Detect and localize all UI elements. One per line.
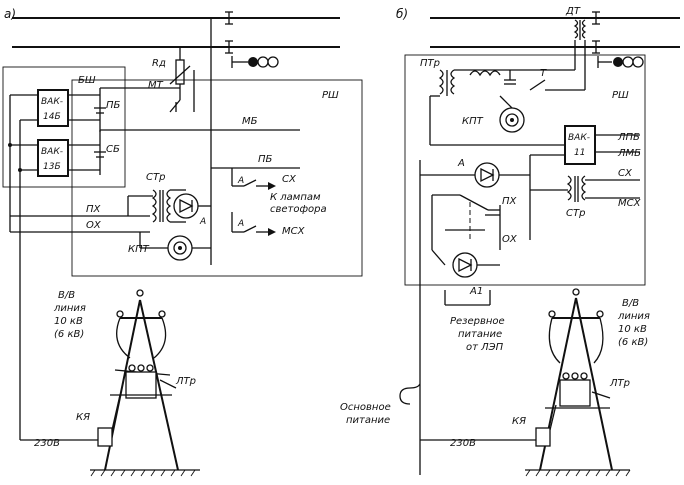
signal-head-icon <box>231 56 279 68</box>
hv-pole-a <box>90 289 200 477</box>
panel-b: б) ДТ РШ ПТр <box>340 6 680 477</box>
ptr-transformer <box>438 69 501 96</box>
ltr-transformer-b <box>559 379 591 407</box>
hv-pole-b <box>525 288 631 477</box>
panel-b-letter: б) <box>396 7 408 21</box>
to-lamps-line1: К лампам <box>270 192 321 203</box>
kya-box-a <box>97 427 113 447</box>
panel-a: а) РШ БШ ВАК- 14Б ВАК- 13Б <box>2 7 363 477</box>
hv-line-b-2: линия <box>617 311 650 322</box>
ltr-transformer-a <box>125 371 157 399</box>
ox-label-b: ОХ <box>502 234 518 245</box>
diode-top-b <box>474 162 500 188</box>
t-label: Т <box>540 68 547 79</box>
reserve-label-3: от ЛЭП <box>466 342 504 353</box>
rd-label: Rд <box>152 58 166 69</box>
svg-text:ВАК-: ВАК- <box>568 133 590 143</box>
sb-label: СБ <box>106 144 120 155</box>
to-lamps-line2: светофора <box>270 204 327 215</box>
hv-line-a-2: линия <box>53 303 86 314</box>
v230-label-b: 230В <box>450 438 476 449</box>
relay-a-label-2: А <box>199 217 206 227</box>
diode-a1 <box>452 252 478 278</box>
svg-text:13Б: 13Б <box>43 162 61 172</box>
bsh-label: БШ <box>78 75 96 86</box>
pb-label-a: ПБ <box>106 100 121 111</box>
str-label-a: СТр <box>146 172 165 183</box>
signal-head-b-icon <box>597 56 644 68</box>
relay-cabinet-b <box>404 54 646 286</box>
rsh-label-a: РШ <box>322 90 339 101</box>
relay-a-label-3: А <box>237 219 244 229</box>
kya-label-a: КЯ <box>76 412 90 423</box>
insulated-joint-icon <box>225 11 233 54</box>
mt-label: МТ <box>148 80 164 91</box>
sx-label-b: СХ <box>618 168 633 179</box>
str-label-b: СТр <box>566 208 585 219</box>
px-label-a: ПХ <box>86 204 102 215</box>
transformer-str-b <box>566 175 587 202</box>
dt-label: ДТ <box>565 6 581 17</box>
main-power-1: Основное <box>340 402 391 413</box>
kya-box-b <box>535 427 551 447</box>
hv-line-b-1: В/В <box>622 298 639 309</box>
relay-a-label-1: А <box>237 176 244 186</box>
pb2-label: ПБ <box>258 154 273 165</box>
ltr-label-b: ЛТр <box>609 378 630 389</box>
hv-line-b-3: 10 кВ <box>618 324 647 335</box>
diode-bridge-a <box>173 193 199 219</box>
ptr-label: ПТр <box>420 58 440 69</box>
a-top-label: А <box>457 158 465 169</box>
kpt-label-a: КПТ <box>128 244 150 255</box>
lmb-label: ЛМБ <box>617 148 641 159</box>
msx-label-a: МСХ <box>282 226 306 237</box>
ltr-label-a: ЛТр <box>175 376 196 387</box>
svg-text:ВАК-: ВАК- <box>41 97 63 107</box>
rectifier-vak14 <box>37 89 69 127</box>
insulated-joint-b-icon <box>592 11 600 54</box>
a1-label: А1 <box>469 286 483 297</box>
hv-line-b-4: (6 кВ) <box>618 337 648 348</box>
hv-line-a-1: В/В <box>58 290 75 301</box>
ox-label-a: ОХ <box>86 220 102 231</box>
reserve-label-2: питание <box>458 329 502 340</box>
hv-line-a-4: (6 кВ) <box>54 329 84 340</box>
battery-cabinet <box>2 66 126 188</box>
sx-label-a: СХ <box>282 174 297 185</box>
lpb-label: ЛПБ <box>617 132 640 143</box>
kpt-meter-b <box>499 107 525 133</box>
px-label-b: ПХ <box>502 196 518 207</box>
rectifier-vak11 <box>564 125 596 165</box>
svg-text:11: 11 <box>574 148 585 158</box>
transformer-str <box>151 189 172 223</box>
v230-label-a: 230В <box>34 438 60 449</box>
relay-cabinet-a <box>71 79 363 277</box>
hv-line-a-3: 10 кВ <box>54 316 83 327</box>
kpt-label-b: КПТ <box>462 116 484 127</box>
svg-text:ВАК-: ВАК- <box>41 147 63 157</box>
reserve-label-1: Резервное <box>450 316 505 327</box>
mb-label: МБ <box>242 116 258 127</box>
main-power-2: питание <box>346 415 390 426</box>
choke-transformer-dt <box>573 19 587 40</box>
msx-label-b: МСХ <box>618 198 642 209</box>
svg-text:14Б: 14Б <box>43 112 61 122</box>
rsh-label-b: РШ <box>612 90 629 101</box>
rectifier-vak13 <box>37 139 69 177</box>
kya-label-b: КЯ <box>512 416 526 427</box>
